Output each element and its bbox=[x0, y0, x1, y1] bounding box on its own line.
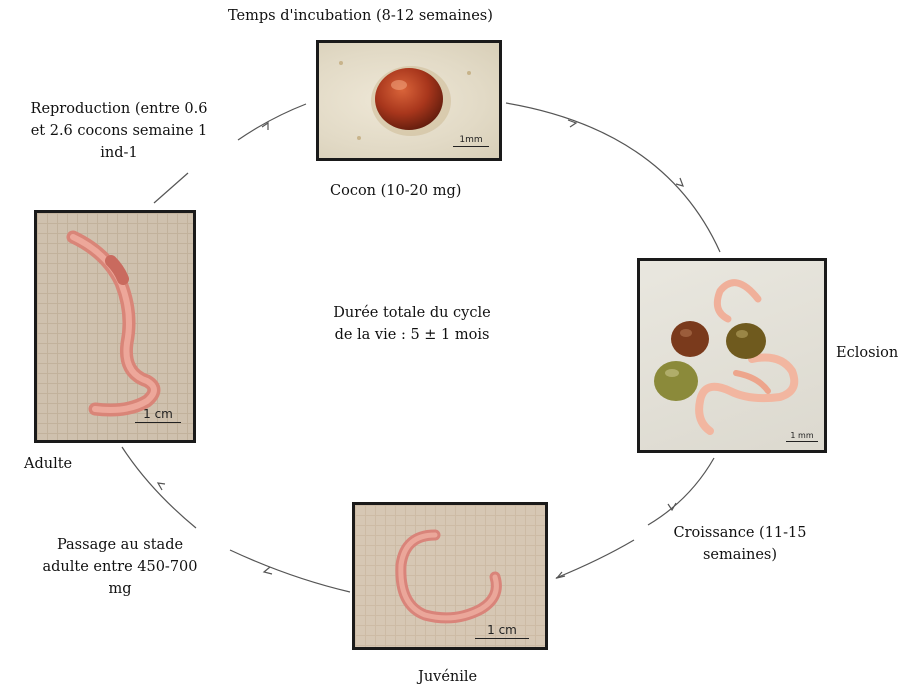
cocon-photo: 1mm bbox=[316, 40, 502, 161]
eclosion-label: Eclosion bbox=[836, 342, 898, 364]
arrow-adulte-to-reproduction bbox=[154, 173, 188, 203]
passage-line-1: Passage au stade bbox=[20, 534, 220, 556]
eclosion-photo: 1 mm bbox=[637, 258, 827, 453]
arrow-eclosion-to-croissance bbox=[648, 458, 714, 525]
adult-worm-image bbox=[37, 213, 193, 440]
juvenile-scale-text: 1 cm bbox=[475, 623, 529, 637]
croissance-line-2: semaines) bbox=[640, 544, 840, 566]
juvenile-scale-bar: 1 cm bbox=[475, 623, 529, 639]
reproduction-line-2: et 2.6 cocons semaine 1 bbox=[4, 120, 234, 142]
passage-label: Passage au stade adulte entre 450-700 mg bbox=[20, 534, 220, 600]
cocon-scale-text: 1mm bbox=[453, 135, 489, 145]
cocon-scale-bar: 1mm bbox=[453, 135, 489, 147]
cocon-scale-line bbox=[453, 146, 489, 147]
hatching-image bbox=[640, 261, 824, 450]
cycle-duration-line-2: de la vie : 5 ± 1 mois bbox=[312, 324, 512, 346]
croissance-label: Croissance (11-15 semaines) bbox=[640, 522, 840, 566]
juvenile-label: Juvénile bbox=[418, 666, 477, 688]
reproduction-label: Reproduction (entre 0.6 et 2.6 cocons se… bbox=[4, 98, 234, 164]
arrow-juvenile-to-passage bbox=[230, 550, 350, 592]
arrow-passage-to-adulte bbox=[122, 447, 196, 528]
eclosion-scale-line bbox=[786, 441, 818, 442]
arrow-cocon-to-eclosion bbox=[506, 103, 720, 252]
juvenile-photo: 1 cm bbox=[352, 502, 548, 650]
adulte-scale-text: 1 cm bbox=[135, 407, 181, 421]
adulte-scale-bar: 1 cm bbox=[135, 407, 181, 423]
cycle-duration-text: Durée totale du cycle de la vie : 5 ± 1 … bbox=[312, 302, 512, 346]
adulte-label: Adulte bbox=[24, 453, 72, 475]
arrow-reproduction-to-cocon bbox=[238, 104, 306, 140]
juvenile-scale-line bbox=[475, 638, 529, 639]
cycle-duration-line-1: Durée totale du cycle bbox=[312, 302, 512, 324]
arrow-croissance-to-juvenile bbox=[556, 540, 634, 578]
reproduction-line-1: Reproduction (entre 0.6 bbox=[4, 98, 234, 120]
eclosion-scale-bar: 1 mm bbox=[786, 431, 818, 442]
reproduction-line-3: ind-1 bbox=[4, 142, 234, 164]
croissance-line-1: Croissance (11-15 bbox=[640, 522, 840, 544]
arrow-tick bbox=[676, 178, 683, 186]
arrow-tick bbox=[158, 483, 165, 490]
passage-line-2: adulte entre 450-700 bbox=[20, 556, 220, 578]
passage-line-3: mg bbox=[20, 578, 220, 600]
adulte-photo: 1 cm bbox=[34, 210, 196, 443]
incubation-label: Temps d'incubation (8-12 semaines) bbox=[228, 5, 493, 27]
cocon-label: Cocon (10-20 mg) bbox=[330, 180, 461, 202]
eclosion-scale-text: 1 mm bbox=[786, 431, 818, 440]
adulte-scale-line bbox=[135, 422, 181, 423]
